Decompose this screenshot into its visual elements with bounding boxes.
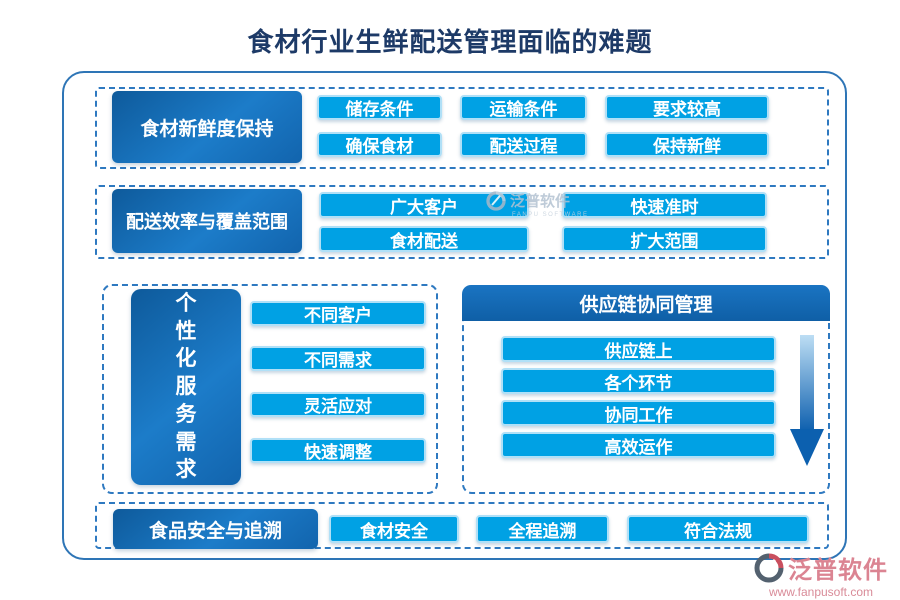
freshness-item: 储存条件 [317,95,442,120]
supply-chain-item: 供应链上 [501,336,776,362]
freshness-item: 运输条件 [460,95,587,120]
supply-chain-item: 高效运作 [501,432,776,458]
safety-header-label: 食品安全与追溯 [148,520,282,542]
efficiency-header-label: 配送效率与覆盖范围 [126,212,288,232]
freshness-header: 食材新鲜度保持 [112,91,302,163]
section-safety: 食品安全与追溯 食材安全 全程追溯 符合法规 [95,502,829,549]
personalized-item: 不同需求 [250,346,426,371]
efficiency-items: 广大客户 快速准时 食材配送 扩大范围 [319,192,767,252]
brand-logo-icon [754,553,784,582]
supply-chain-item: 各个环节 [501,368,776,394]
supply-chain-header: 供应链协同管理 [462,285,830,321]
freshness-header-label: 食材新鲜度保持 [140,118,274,140]
section-freshness: 食材新鲜度保持 储存条件 运输条件 要求较高 确保食材 配送过程 保持新鲜 [95,87,829,169]
freshness-items: 储存条件 运输条件 要求较高 确保食材 配送过程 保持新鲜 [317,95,769,157]
efficiency-item: 快速准时 [562,192,767,218]
freshness-item: 配送过程 [460,132,587,157]
efficiency-item: 广大客户 [319,192,529,218]
freshness-item: 保持新鲜 [605,132,769,157]
supply-chain-item: 协同工作 [501,400,776,426]
personalized-header-label: 个性化服务需求 [175,291,197,482]
brand-name: 泛普软件 [788,557,888,584]
section-efficiency: 配送效率与覆盖范围 广大客户 快速准时 食材配送 扩大范围 [95,185,829,259]
freshness-item: 要求较高 [605,95,769,120]
safety-item: 食材安全 [329,515,459,543]
efficiency-header: 配送效率与覆盖范围 [112,189,302,253]
personalized-item: 不同客户 [250,301,426,326]
brand-website: www.fanpusoft.com [768,585,874,599]
outer-frame: 食材新鲜度保持 储存条件 运输条件 要求较高 确保食材 配送过程 保持新鲜 配送… [62,71,847,560]
section-supply-chain: 供应链协同管理 供应链上 各个环节 协同工作 高效运作 [462,285,830,494]
efficiency-item: 扩大范围 [562,226,767,252]
section-personalized: 个性化服务需求 不同客户 不同需求 灵活应对 快速调整 [102,284,438,494]
safety-item: 符合法规 [627,515,809,543]
personalized-header: 个性化服务需求 [131,289,241,485]
safety-header: 食品安全与追溯 [113,509,318,549]
personalized-item: 灵活应对 [250,392,426,417]
safety-item: 全程追溯 [476,515,609,543]
freshness-item: 确保食材 [317,132,442,157]
efficiency-item: 食材配送 [319,226,529,252]
supply-chain-header-label: 供应链协同管理 [579,294,713,316]
page-title: 食材行业生鲜配送管理面临的难题 [247,27,653,57]
brand-logo: 泛普软件 www.fanpusoft.com [754,550,888,599]
personalized-item: 快速调整 [250,438,426,463]
down-arrow-icon [790,335,824,466]
